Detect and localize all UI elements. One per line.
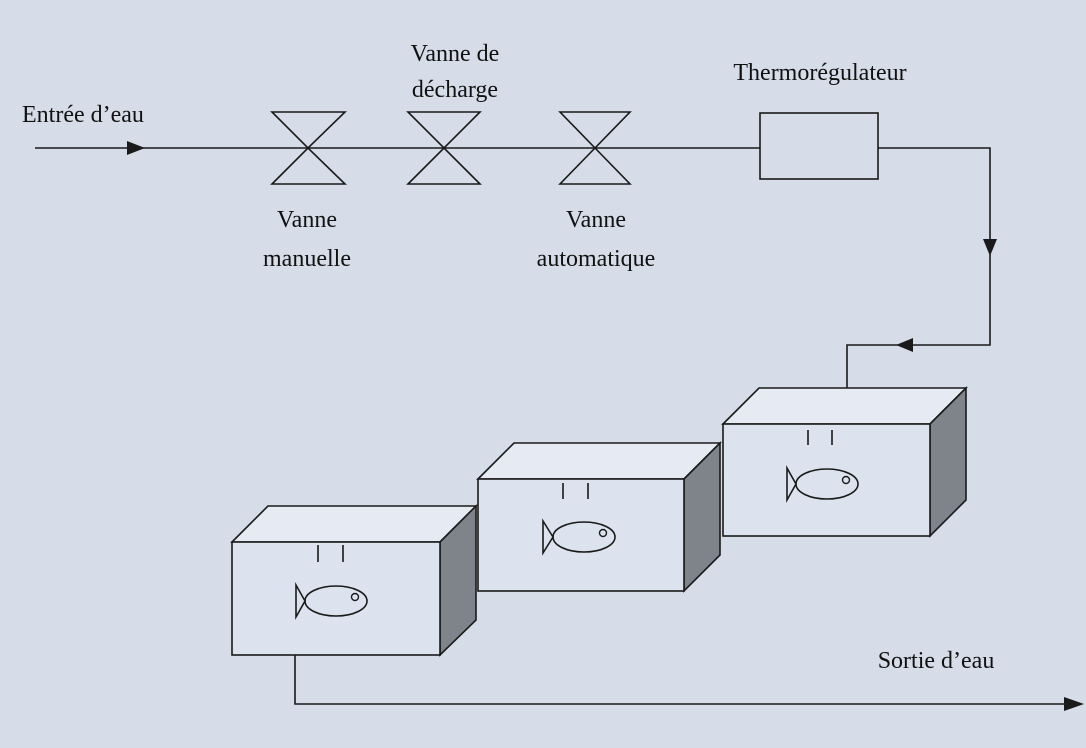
outlet-label: Sortie d’eau xyxy=(878,648,995,674)
automatic-valve-icon xyxy=(558,111,632,185)
tank-left xyxy=(230,504,478,657)
inlet-label: Entrée d’eau xyxy=(22,102,144,128)
discharge-valve-icon xyxy=(406,111,482,185)
thermoregulator-label: Thermorégulateur xyxy=(733,60,906,86)
fish-icon xyxy=(295,581,368,621)
down-arrow-icon xyxy=(983,239,997,256)
auto-valve-label-line2: automatique xyxy=(537,246,656,272)
thermoregulator-outlet-pipe xyxy=(846,147,991,388)
discharge-valve-label-line2: décharge xyxy=(412,77,498,103)
inlet-arrow-icon xyxy=(127,141,145,155)
tank-middle xyxy=(476,441,722,593)
outlet-arrow-icon xyxy=(1064,697,1084,711)
fish-icon xyxy=(542,518,616,556)
thermoregulator-box xyxy=(759,112,879,180)
manual-valve-icon xyxy=(270,111,347,185)
auto-valve-label-line1: Vanne xyxy=(566,207,626,233)
left-arrow-icon xyxy=(896,338,913,352)
fish-icon xyxy=(786,464,859,504)
discharge-valve-label-line1: Vanne de xyxy=(411,41,500,67)
manual-valve-label-line1: Vanne xyxy=(277,207,337,233)
tank-right xyxy=(721,386,968,538)
outlet-pipe xyxy=(294,655,1066,705)
manual-valve-label-line2: manuelle xyxy=(263,246,351,272)
